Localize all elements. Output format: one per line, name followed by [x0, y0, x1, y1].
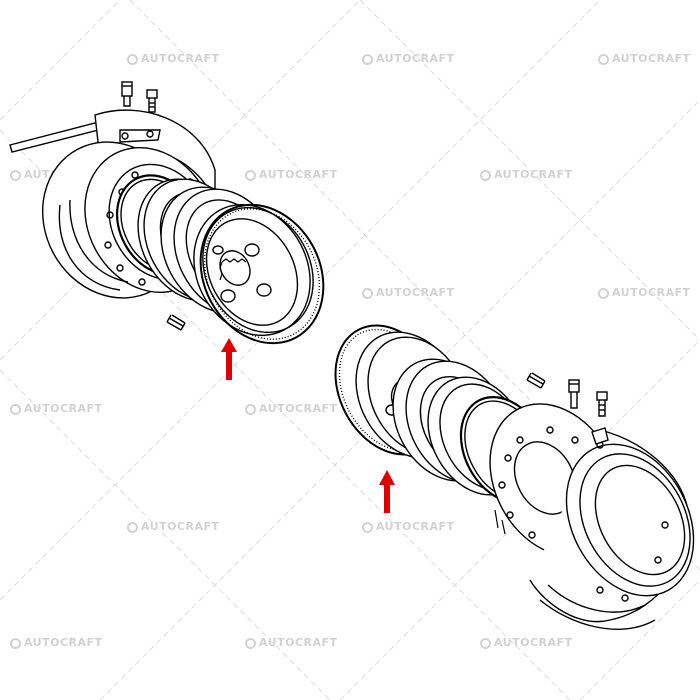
watermark-logo: AUTOCRAFT	[598, 286, 691, 299]
watermark-circle-icon	[10, 404, 21, 415]
watermark-logo: AUTOCRAFT	[245, 168, 338, 181]
right-spring	[526, 372, 546, 389]
watermark-logo: AUTOCRAFT	[598, 52, 691, 65]
watermark-circle-icon	[362, 522, 373, 533]
left-bolt-2	[146, 89, 158, 113]
right-assembly	[334, 324, 695, 630]
watermark-logo: AUTOCRAFT	[245, 636, 338, 649]
callout-arrow-left-gasket	[221, 338, 237, 380]
watermark-circle-icon	[480, 638, 491, 649]
left-bolt-1	[121, 81, 133, 107]
watermark-circle-icon	[362, 54, 373, 65]
left-gasket	[199, 203, 325, 345]
watermark-logo: AUTOCRAFT	[245, 402, 338, 415]
watermark-logo: AUTOCRAFT	[480, 168, 573, 181]
watermark-logo: AUTOCRAFT	[362, 52, 455, 65]
watermark-logo: AUTOCRAFT	[127, 520, 220, 533]
watermark-circle-icon	[362, 288, 373, 299]
left-piston-disc	[193, 203, 314, 337]
watermark-circle-icon	[10, 170, 21, 181]
arrow-up-icon	[379, 470, 395, 513]
arrow-up-icon	[221, 338, 237, 380]
watermark-circle-icon	[10, 638, 21, 649]
watermark-logo: AUTOCRAFT	[10, 636, 103, 649]
callout-arrow-right-gasket	[379, 470, 395, 513]
watermark-circle-icon	[245, 404, 256, 415]
watermark-logo: AUTOCRAFT	[480, 636, 573, 649]
watermark-logo: AUTOCRAFT	[362, 520, 455, 533]
watermark-circle-icon	[127, 54, 138, 65]
right-bolt-2	[596, 391, 608, 417]
left-spring	[166, 314, 186, 331]
watermark-logo: AUTOCRAFT	[10, 402, 103, 415]
watermark-circle-icon	[127, 522, 138, 533]
watermark-circle-icon	[245, 638, 256, 649]
watermark-circle-icon	[598, 288, 609, 299]
right-housing	[529, 427, 695, 630]
watermark-circle-icon	[245, 170, 256, 181]
watermark-logo: AUTOCRAFT	[362, 286, 455, 299]
watermark-circle-icon	[598, 54, 609, 65]
watermark-circle-icon	[480, 170, 491, 181]
watermark-logo: AUTOCRAFT	[127, 52, 220, 65]
left-assembly	[9, 81, 325, 345]
right-bolt-1	[568, 379, 580, 409]
